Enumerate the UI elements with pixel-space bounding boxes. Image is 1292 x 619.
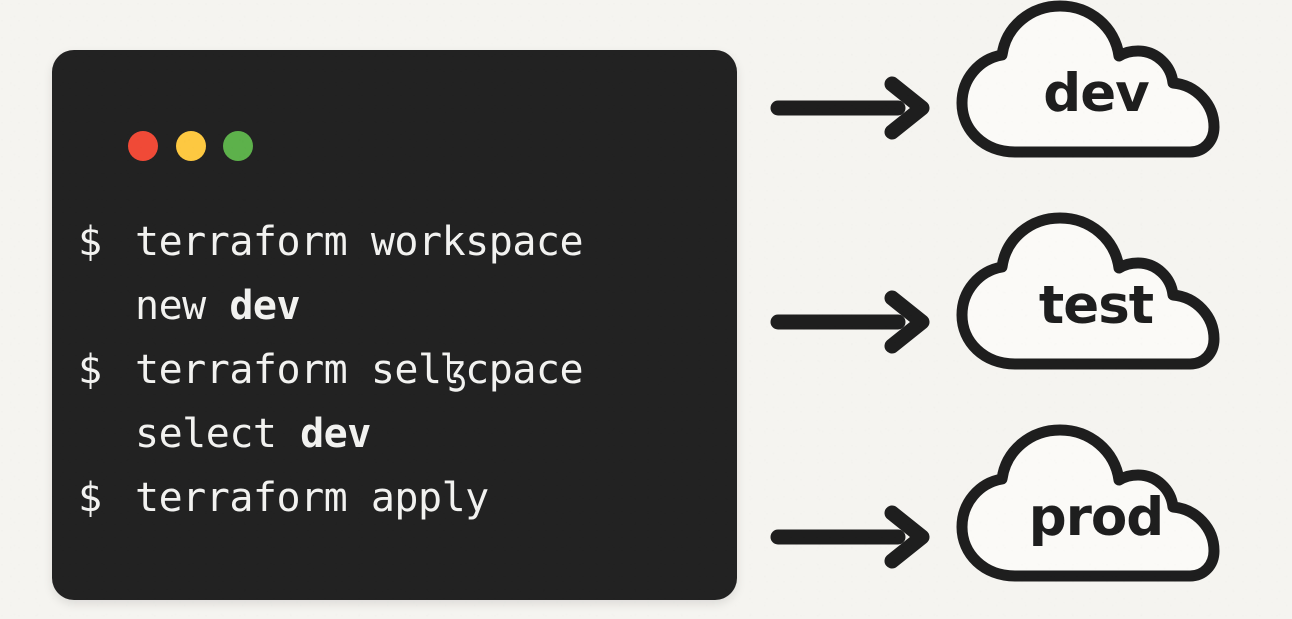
terminal-window: $ terraform workspace new dev $ terraform … (52, 50, 737, 600)
terminal-command-text: terraform apply (135, 475, 489, 521)
minimize-button-dot[interactable] (176, 131, 206, 161)
cloud-label-prod: prod (1028, 486, 1164, 548)
shell-prompt: $ (78, 475, 102, 521)
cloud-prod[interactable]: prod (952, 424, 1240, 584)
cloud-icon (956, 212, 1220, 370)
shell-prompt: $ (78, 219, 102, 265)
terminal-titlebar (52, 50, 737, 161)
cloud-icon (956, 0, 1220, 158)
terminal-command-line: $ terraform selɮcpace (52, 338, 737, 402)
workspace-name: dev (300, 411, 371, 457)
arrow-to-dev-icon (770, 76, 935, 140)
maximize-button-dot[interactable] (223, 131, 253, 161)
cloud-label-dev: dev (1043, 62, 1149, 124)
terminal-command-text: terraform selɮcpace (135, 347, 584, 393)
arrow-to-test-icon (770, 290, 935, 354)
terminal-subcommand-text: select (135, 411, 301, 457)
shell-prompt: $ (78, 347, 102, 393)
terminal-command-continuation: new dev (52, 274, 737, 338)
terminal-command-line: $ terraform workspace (52, 210, 737, 274)
cloud-dev[interactable]: dev (952, 0, 1240, 160)
cloud-test[interactable]: test (952, 212, 1240, 372)
workspace-name: dev (229, 283, 301, 329)
close-button-dot[interactable] (128, 131, 158, 161)
terminal-subcommand-text: new (135, 283, 230, 329)
terminal-command-line: $ terraform apply (52, 466, 737, 530)
terminal-command-continuation: select dev (52, 402, 737, 466)
cloud-label-test: test (1038, 274, 1154, 336)
terminal-command-text: terraform workspace (135, 219, 584, 265)
cloud-icon (956, 424, 1220, 582)
arrow-to-prod-icon (770, 505, 935, 569)
terminal-output[interactable]: $ terraform workspace new dev $ terraform … (52, 210, 737, 530)
